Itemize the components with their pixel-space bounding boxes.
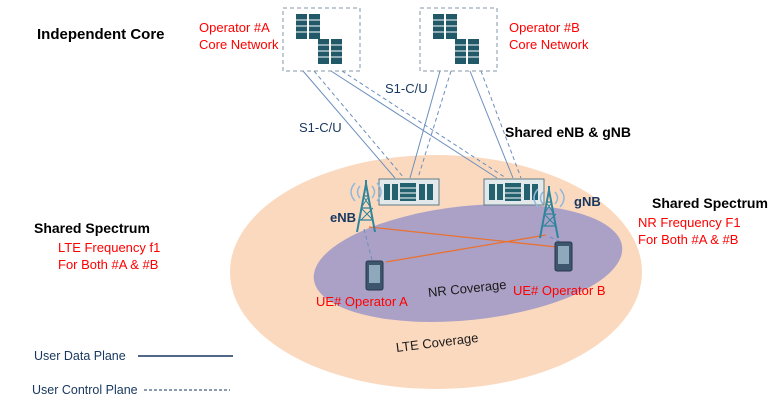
enb-label: eNB xyxy=(330,210,357,225)
enb-equipment-icon xyxy=(378,178,440,206)
spectrum-left-line2: For Both #A & #B xyxy=(58,257,159,272)
s1-cu-label-top: S1-C/U xyxy=(385,81,428,96)
operator-b-core-label: Operator #B Core Network xyxy=(509,19,588,53)
shared-enb-gnb-label: Shared eNB & gNB xyxy=(505,124,632,140)
ue-a-label: UE# Operator A xyxy=(316,294,408,309)
server-icon xyxy=(433,14,457,39)
spectrum-right-line1: NR Frequency F1 xyxy=(638,215,741,230)
radio-links xyxy=(363,226,564,263)
shared-spectrum-right-detail: NR Frequency F1 For Both #A & #B xyxy=(638,214,741,248)
server-icon xyxy=(318,39,342,64)
operator-b-line2: Core Network xyxy=(509,37,589,52)
gnb-equipment-icon xyxy=(483,178,545,206)
enb-tower-icon xyxy=(350,180,382,233)
legend-data-plane-label: User Data Plane xyxy=(34,349,126,363)
core-network-a-box xyxy=(282,7,361,72)
operator-a-line1: Operator #A xyxy=(199,20,270,35)
legend-control-plane-label: User Control Plane xyxy=(32,383,138,397)
spectrum-right-line2: For Both #A & #B xyxy=(638,232,739,247)
server-icon xyxy=(455,39,479,64)
server-icon xyxy=(296,14,320,39)
legend-lines xyxy=(138,355,233,391)
core-network-b-box xyxy=(419,7,498,72)
s1-connection-lines xyxy=(302,70,522,179)
operator-a-core-label: Operator #A Core Network xyxy=(199,19,278,53)
shared-spectrum-left-detail: LTE Frequency f1 For Both #A & #B xyxy=(58,239,160,273)
operator-a-line2: Core Network xyxy=(199,37,279,52)
ue-b-label: UE# Operator B xyxy=(513,283,606,298)
ue-a-device-icon xyxy=(365,260,384,291)
gnb-label: gNB xyxy=(574,194,601,209)
shared-spectrum-left-title: Shared Spectrum xyxy=(34,220,150,236)
spectrum-left-line1: LTE Frequency f1 xyxy=(58,240,161,255)
shared-spectrum-right-title: Shared Spectrum xyxy=(652,195,768,211)
independent-core-label: Independent Core xyxy=(37,26,165,43)
gnb-tower-icon xyxy=(533,186,565,239)
s1-cu-label-left: S1-C/U xyxy=(299,120,342,135)
nr-coverage-ellipse xyxy=(313,204,623,322)
operator-b-line1: Operator #B xyxy=(509,20,580,35)
ue-b-device-icon xyxy=(554,241,573,272)
